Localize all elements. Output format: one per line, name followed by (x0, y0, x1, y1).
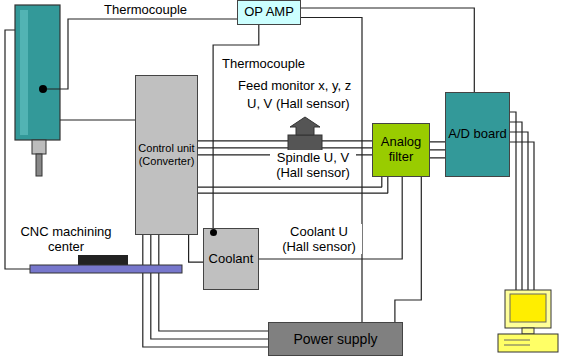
computer-base (498, 334, 558, 352)
box-label: Analog filter (375, 135, 427, 165)
cutting-tool (36, 154, 42, 176)
wire-line (189, 235, 203, 262)
box-label: A/D board (448, 127, 507, 142)
signal-label: Thermocouple (102, 2, 189, 17)
computer-wires (510, 112, 534, 290)
thermocouple-dot (210, 229, 217, 236)
signal-label: CNC machining center (12, 224, 120, 254)
filter-box: Analog filter (372, 123, 430, 177)
signal-label: U, V (Hall sensor) (245, 96, 352, 111)
screen (510, 294, 546, 322)
signal-label: Spindle U, V (Hall sensor) (270, 150, 356, 180)
monitor-neck (522, 328, 534, 334)
spindle-wire (60, 119, 135, 120)
data-wire (510, 132, 528, 290)
machine-table (30, 265, 182, 273)
workpiece (78, 255, 128, 265)
column-highlight (20, 10, 28, 135)
hall-sensor-arrow (290, 117, 320, 135)
wire-line (259, 177, 402, 259)
wire-line (198, 140, 372, 141)
signal-label: Thermocouple (220, 56, 307, 71)
control-unit-box: Control unit (Converter) (135, 75, 198, 235)
thermocouple-dot (39, 85, 47, 93)
wire-line (198, 147, 372, 148)
box-label: Power supply (293, 331, 377, 347)
signal-connector (395, 177, 421, 322)
drive-slot (504, 345, 530, 346)
spindle-nose (32, 140, 46, 154)
data-wire (510, 112, 516, 290)
data-wire (510, 142, 534, 290)
drive-slot (504, 340, 530, 341)
computer-icon (498, 290, 558, 352)
coolant-box: Coolant (203, 228, 259, 290)
amplifier-box: OP AMP (237, 0, 301, 25)
monitor (505, 290, 551, 328)
power-supply-box: Power supply (268, 322, 403, 356)
spindle-column (15, 5, 60, 140)
signal-connector (259, 177, 402, 259)
box-label: Control unit (Converter) (138, 142, 195, 167)
signal-connector (189, 235, 203, 262)
box-label: OP AMP (244, 5, 294, 20)
wire-line (430, 141, 445, 142)
data-wire (510, 122, 522, 290)
signal-connector (430, 142, 445, 158)
wire-line (395, 177, 421, 322)
signal-label: Coolant U (Hall sensor) (276, 224, 362, 254)
ad-board-box: A/D board (445, 92, 510, 177)
wire-line (430, 157, 445, 158)
wire-line (430, 149, 445, 150)
signal-label: Feed monitor x, y, z (236, 78, 353, 93)
box-label: Coolant (209, 252, 254, 267)
